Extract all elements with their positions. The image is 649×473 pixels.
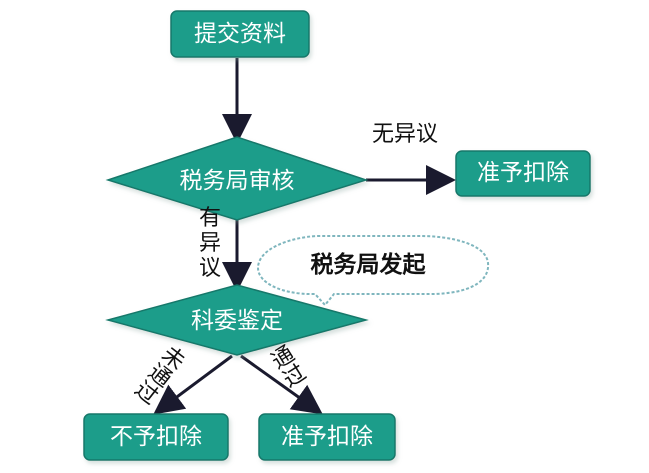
submit-node-label: 提交资料 (194, 21, 286, 47)
approve-top-node (455, 150, 591, 197)
passed-label-group: 通 过 (267, 342, 311, 394)
approve-top-node-label: 准予扣除 (477, 160, 569, 186)
tax-review-node-label: 税务局审核 (180, 168, 295, 194)
reject-node-label: 不予扣除 (110, 424, 202, 450)
has-objection-label-char-1: 有 (199, 206, 221, 231)
tech-review-node-label: 科委鉴定 (191, 308, 283, 334)
has-objection-label-char-2: 异 (199, 231, 221, 256)
approve-bottom-node-label: 准予扣除 (281, 424, 373, 450)
arrow-tech-to-reject (153, 354, 233, 415)
reject-node (83, 413, 229, 461)
callout-text: 税务局发起 (311, 251, 427, 278)
no-objection-label: 无异议 (372, 122, 438, 147)
callout-bubble (257, 235, 490, 307)
tax-review-node (105, 136, 369, 221)
not-passed-label-group: 未 通 过 (130, 342, 190, 410)
submit-node (170, 10, 310, 58)
approve-bottom-node (258, 413, 396, 461)
has-objection-label-char-3: 议 (199, 256, 221, 281)
arrow-tech-to-approve (240, 354, 323, 415)
tech-review-node (105, 284, 369, 356)
